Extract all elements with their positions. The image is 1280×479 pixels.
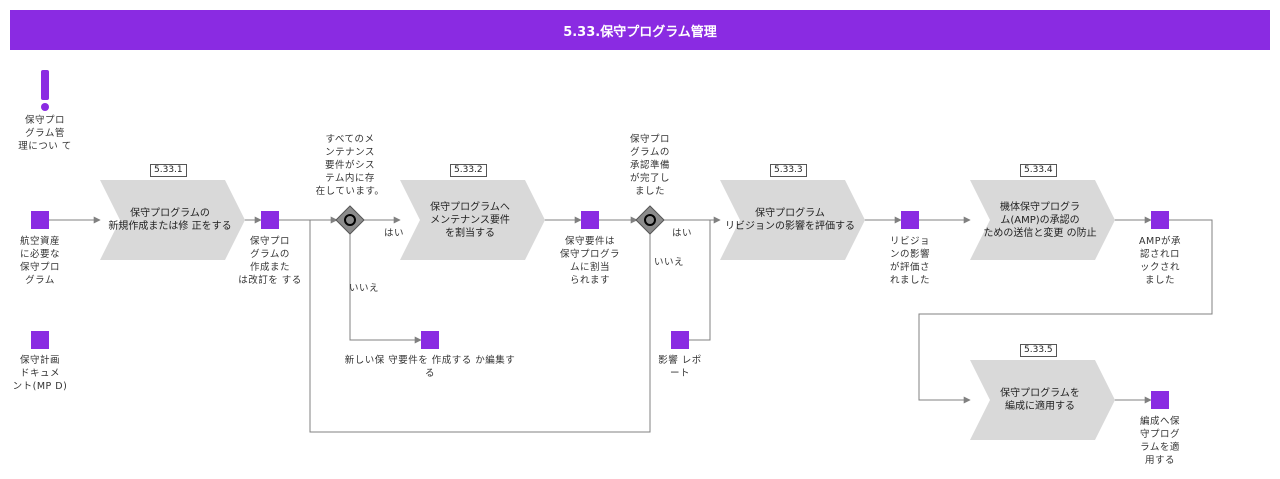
gateway-1-yes-label: はい [383, 228, 404, 239]
data-object-8-label: AMPが承 認されロ ックされ ました [1139, 236, 1181, 286]
gateway-2-question: 保守プロ グラムの 承認準備 が完了し ました [629, 134, 670, 197]
step-4-number: 5.33.4 [1020, 164, 1057, 177]
data-object-3[interactable] [261, 211, 279, 229]
data-object-9-label: 編成へ保 守プログ ラムを適 用する [1139, 416, 1180, 466]
gateway-1-question: すべてのメ ンテナンス 要件がシス テム内に存 在しています。 [315, 134, 385, 197]
step-4-shape[interactable] [970, 180, 1115, 260]
data-object-4[interactable] [421, 331, 439, 349]
edge [349, 232, 422, 344]
step-2-number: 5.33.2 [450, 164, 487, 177]
info-icon [41, 70, 49, 111]
step-2-shape[interactable] [400, 180, 545, 260]
info-label: 保守プロ グラム管 理につい て [18, 115, 72, 152]
gateway-2-no-label: いいえ [653, 257, 684, 268]
gateway-2-diamond[interactable] [635, 205, 665, 235]
data-object-6[interactable] [671, 331, 689, 349]
gateway-1-no-label: いいえ [348, 283, 379, 294]
edge [309, 220, 651, 433]
step-3-label: 保守プログラム リビジョンの影響を評価する [725, 208, 855, 232]
step-1-number: 5.33.1 [150, 164, 187, 177]
step-3-number: 5.33.3 [770, 164, 807, 177]
data-object-5[interactable] [581, 211, 599, 229]
step-1-shape[interactable] [100, 180, 245, 260]
data-object-1[interactable] [31, 211, 49, 229]
step-5-number: 5.33.5 [1020, 344, 1057, 357]
step-2-label: 保守プログラムへ メンテナンス要件 を割当する [430, 201, 510, 239]
step-5-label: 保守プログラムを 編成に適用する [1000, 388, 1080, 412]
step-1-label: 保守プログラムの 新規作成または修 正をする [108, 208, 232, 232]
step-4-label: 機体保守プログラ ム(AMP)の承認の ための送信と変更 の防止 [983, 201, 1097, 239]
edge [918, 219, 1213, 404]
data-object-7-label: リビジョ ンの影響 が評価さ れました [889, 236, 930, 286]
data-object-9[interactable] [1151, 391, 1169, 409]
gateway-1-diamond[interactable] [335, 205, 365, 235]
data-object-8[interactable] [1151, 211, 1169, 229]
data-object-1-label: 航空資産 に必要な 保守プロ グラム [19, 236, 60, 286]
edge [689, 220, 711, 341]
data-object-2[interactable] [31, 331, 49, 349]
gateway-2-yes-label: はい [671, 228, 692, 239]
data-object-6-label: 影響 レポ ート [658, 355, 702, 379]
data-object-3-label: 保守プロ グラムの 作成また は改訂を する [238, 236, 302, 286]
step-5-shape[interactable] [970, 360, 1115, 440]
data-object-5-label: 保守要件は 保守プログラ ムに割当 られます [559, 236, 620, 286]
data-object-2-label: 保守計画 ドキュメ ント(MP D) [12, 355, 68, 392]
data-object-7[interactable] [901, 211, 919, 229]
step-3-shape[interactable] [720, 180, 865, 260]
diagram-title: 5.33.保守プログラム管理 [10, 10, 1270, 50]
data-object-4-label: 新しい保 守要件を 作成する か編集す る [344, 355, 516, 379]
